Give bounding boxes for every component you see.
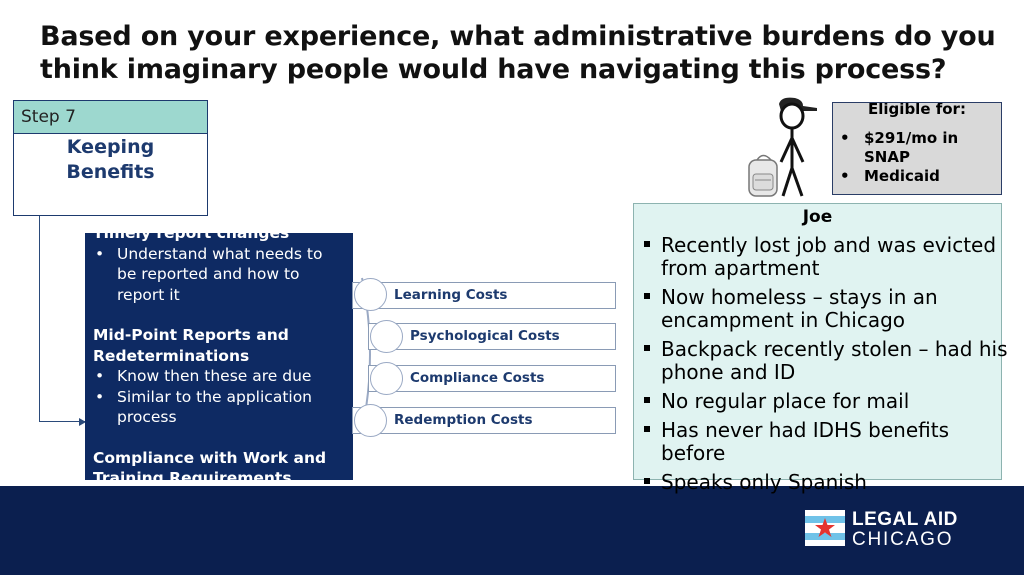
cost-label: Psychological Costs: [410, 328, 560, 344]
step-tab: Step 7: [14, 101, 207, 134]
persona-box: Joe Recently lost job and was evicted fr…: [633, 203, 1007, 494]
heading-line: Compliance with Work and: [93, 448, 327, 467]
stick-figure-icon: [748, 97, 817, 197]
eligibility-list: $291/mo in SNAP Medicaid: [833, 129, 1001, 186]
cost-bar-psychological: Psychological Costs: [368, 323, 616, 350]
cost-circle-compliance: [370, 362, 403, 395]
duties-heading-redeterminations: Mid-Point Reports and Redeterminations: [93, 325, 345, 366]
cost-circle-redemption: [354, 404, 387, 437]
list-item: Medicaid: [840, 167, 1001, 186]
list-item: No regular place for mail: [644, 390, 1016, 413]
connector-line-horizontal: [39, 421, 85, 422]
heading-line: Training Requirements: [93, 469, 292, 480]
footer-band: [0, 486, 1024, 575]
step-name-line1: Keeping: [66, 136, 155, 158]
heading-line: Mid-Point Reports and: [93, 326, 289, 344]
eligibility-heading: Eligible for:: [868, 102, 966, 118]
cost-bar-redemption: Redemption Costs: [352, 407, 616, 434]
logo-text-legal-aid: LEGAL AID: [852, 509, 958, 530]
cost-label: Compliance Costs: [410, 370, 545, 386]
list-item: Know then these are due: [95, 366, 345, 387]
connector-arrowhead: [79, 418, 86, 426]
connector-line-vertical: [39, 216, 40, 422]
list-item: Recently lost job and was evicted from a…: [644, 234, 1016, 280]
cost-circle-psychological: [370, 320, 403, 353]
cost-bar-compliance: Compliance Costs: [368, 365, 616, 392]
list-item: Understand what needs to be reported and…: [95, 244, 345, 306]
logo-text-chicago: CHICAGO: [852, 529, 954, 550]
cost-bar-learning: Learning Costs: [352, 282, 616, 309]
list-item: Speaks only Spanish: [644, 471, 1016, 494]
list-item: Backpack recently stolen – had his phone…: [644, 338, 1016, 384]
duties-list-report-changes: Understand what needs to be reported and…: [93, 244, 345, 306]
list-item: Has never had IDHS benefits before: [644, 419, 1016, 465]
slide-title: Based on your experience, what administr…: [40, 21, 996, 85]
cost-circle-learning: [354, 278, 387, 311]
duties-heading-work-requirements: Compliance with Work and Training Requir…: [93, 448, 345, 481]
persona-name: Joe: [802, 207, 833, 227]
heading-line: Redeterminations: [93, 346, 250, 365]
list-item: Similar to the application process: [95, 387, 345, 428]
cost-label: Redemption Costs: [394, 412, 533, 428]
cost-label: Learning Costs: [394, 287, 508, 303]
eligibility-box: Eligible for: $291/mo in SNAP Medicaid: [832, 102, 1002, 195]
duties-box: Timely report changes Understand what ne…: [85, 233, 353, 480]
list-item: Now homeless – stays in an encampment in…: [644, 286, 1016, 332]
step-name-line2: Benefits: [66, 161, 155, 183]
duties-heading-report-changes: Timely report changes: [93, 233, 290, 242]
step-name: Keeping Benefits: [14, 135, 207, 185]
backpack-icon: [748, 154, 778, 197]
step-box: Step 7 Keeping Benefits: [13, 100, 208, 216]
duties-list-redeterminations: Know then these are due Similar to the a…: [93, 366, 345, 428]
chicago-flag-logo-icon: [805, 510, 845, 546]
persona-facts-list: Recently lost job and was evicted from a…: [642, 234, 1016, 500]
list-item: $291/mo in SNAP: [840, 129, 1001, 167]
